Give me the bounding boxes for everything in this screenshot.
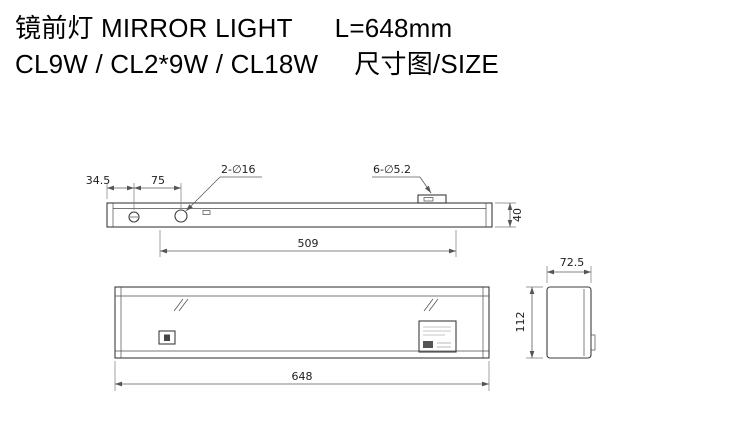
mount-hole-large bbox=[174, 209, 188, 223]
switch bbox=[158, 330, 176, 345]
title-line-1: 镜前灯 MIRROR LIGHT L=648mm bbox=[15, 10, 740, 46]
top-bracket-slot bbox=[423, 197, 434, 202]
hatch-mark-left bbox=[178, 298, 189, 312]
front-view bbox=[114, 286, 490, 359]
side-view-outline bbox=[546, 286, 592, 359]
hatch-mark-left bbox=[173, 298, 184, 312]
top-view-outline bbox=[106, 202, 493, 228]
dim-body-height: 40 bbox=[511, 208, 524, 222]
keyhole-slot bbox=[202, 210, 211, 215]
dim-small-holes: 6-∅5.2 bbox=[373, 163, 411, 176]
top-bracket bbox=[417, 194, 447, 204]
leader-large-holes bbox=[185, 176, 221, 212]
hatch-mark-right bbox=[423, 298, 434, 312]
title-block: 镜前灯 MIRROR LIGHT L=648mm CL9W / CL2*9W / … bbox=[0, 0, 740, 83]
dim-edge-to-hole: 34.5 bbox=[86, 174, 111, 187]
dim-mount-span: 509 bbox=[298, 237, 319, 250]
size-diagram-label: 尺寸图/SIZE bbox=[354, 49, 499, 80]
side-view bbox=[546, 286, 596, 359]
product-name: 镜前灯 MIRROR LIGHT bbox=[15, 13, 293, 43]
model-list: CL9W / CL2*9W / CL18W bbox=[15, 49, 319, 80]
dim-side-height: 112 bbox=[514, 312, 527, 333]
label-mark-block bbox=[423, 341, 433, 348]
dim-side-width: 72.5 bbox=[560, 256, 585, 269]
top-view-dimensions: 34.5 75 2-∅16 6-∅5.2 40 509 bbox=[86, 163, 524, 257]
product-length: L=648mm bbox=[334, 13, 453, 43]
hatch-mark-right bbox=[428, 298, 439, 312]
rating-label bbox=[418, 320, 457, 353]
switch-rocker bbox=[164, 334, 170, 341]
dim-large-holes: 2-∅16 bbox=[221, 163, 256, 176]
front-view-dimensions: 648 bbox=[114, 361, 490, 391]
dim-total-length: 648 bbox=[292, 370, 313, 383]
dim-hole-spacing: 75 bbox=[151, 174, 165, 187]
top-view bbox=[106, 194, 493, 228]
leader-small-holes bbox=[419, 176, 432, 194]
side-view-dimensions: 72.5 112 bbox=[514, 256, 592, 359]
cable-hole bbox=[128, 211, 140, 223]
title-line-2: CL9W / CL2*9W / CL18W 尺寸图/SIZE bbox=[15, 46, 740, 82]
side-view-clip bbox=[590, 334, 596, 351]
front-view-outline bbox=[114, 286, 490, 359]
